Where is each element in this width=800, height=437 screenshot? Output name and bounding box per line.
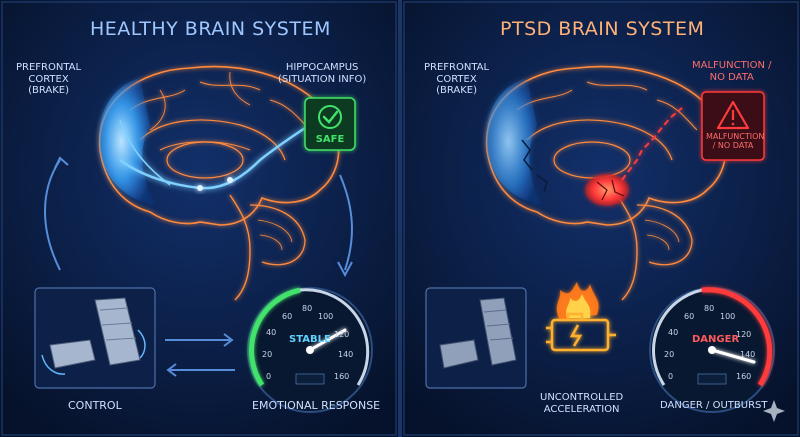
warning-icon — [716, 100, 750, 130]
healthy-gauge — [247, 287, 373, 413]
ptsd-tick: 140 — [740, 350, 756, 359]
pedal-icon — [49, 297, 141, 369]
healthy-tick: 80 — [302, 304, 313, 313]
healthy-tick: 20 — [262, 350, 273, 359]
healthy-tick: 100 — [318, 312, 334, 321]
engine-icon — [546, 282, 616, 352]
check-icon — [322, 110, 339, 124]
ptsd-prefrontal-glow — [486, 78, 542, 205]
hippocampus-label: HIPPOCAMPUS (SITUATION INFO) — [278, 62, 367, 85]
healthy-tick: 40 — [266, 328, 277, 337]
ptsd-tick: 60 — [684, 312, 695, 321]
healthy-tick: 60 — [282, 312, 293, 321]
pedal-box — [34, 287, 156, 389]
healthy-needle — [308, 328, 347, 352]
healthy-tick: 160 — [334, 372, 350, 381]
broken-pathway — [621, 107, 683, 181]
panel-divider — [398, 0, 402, 437]
danger-gauge-label: DANGER — [692, 334, 740, 345]
safe-badge — [304, 97, 356, 151]
healthy-diagram — [0, 0, 398, 437]
danger-outburst-label: DANGER / OUTBURST — [660, 400, 768, 411]
ptsd-brain — [485, 65, 727, 301]
uncontrolled-acceleration-label: UNCONTROLLED ACCELERATION — [540, 392, 624, 415]
emotional-response-label: EMOTIONAL RESPONSE — [252, 399, 381, 412]
healthy-tick: 0 — [266, 372, 272, 381]
healthy-prefrontal-label: PREFRONTAL CORTEX (BRAKE) — [16, 62, 82, 96]
control-label: CONTROL — [68, 399, 122, 412]
malfunction-box — [701, 91, 765, 161]
pedal-icon — [439, 297, 517, 369]
healthy-title: HEALTHY BRAIN SYSTEM — [90, 18, 331, 40]
ptsd-tick: 40 — [668, 328, 679, 337]
ptsd-tick: 0 — [668, 372, 674, 381]
malfunction-top-label: MALFUNCTION / NO DATA — [692, 60, 772, 83]
ptsd-tick: 160 — [736, 372, 752, 381]
ptsd-gauge — [649, 287, 775, 413]
ptsd-tick: 100 — [720, 312, 736, 321]
safe-badge-label: SAFE — [315, 134, 345, 145]
healthy-brain — [98, 65, 340, 301]
ptsd-tick: 120 — [736, 330, 752, 339]
ptsd-needle — [710, 348, 756, 364]
ptsd-title: PTSD BRAIN SYSTEM — [500, 18, 705, 40]
stable-label: STABLE — [289, 334, 331, 345]
healthy-pathway — [119, 126, 306, 190]
ptsd-prefrontal-label: PREFRONTAL CORTEX (BRAKE) — [424, 62, 490, 96]
ptsd-diagram — [402, 0, 800, 437]
healthy-panel: HEALTHY BRAIN SYSTEM PREFRONTAL CORTEX (… — [0, 0, 398, 437]
malfunction-box-label: MALFUNCTION / NO DATA — [706, 132, 765, 151]
ptsd-panel: PTSD BRAIN SYSTEM PREFRONTAL CORTEX (BRA… — [402, 0, 800, 437]
sparkle-icon — [763, 400, 785, 422]
ptsd-tick: 20 — [664, 350, 675, 359]
healthy-tick: 140 — [338, 350, 354, 359]
cycle-arrows — [44, 156, 353, 377]
healthy-tick: 120 — [334, 330, 350, 339]
ptsd-pedal-box — [425, 287, 527, 389]
ptsd-tick: 80 — [704, 304, 715, 313]
